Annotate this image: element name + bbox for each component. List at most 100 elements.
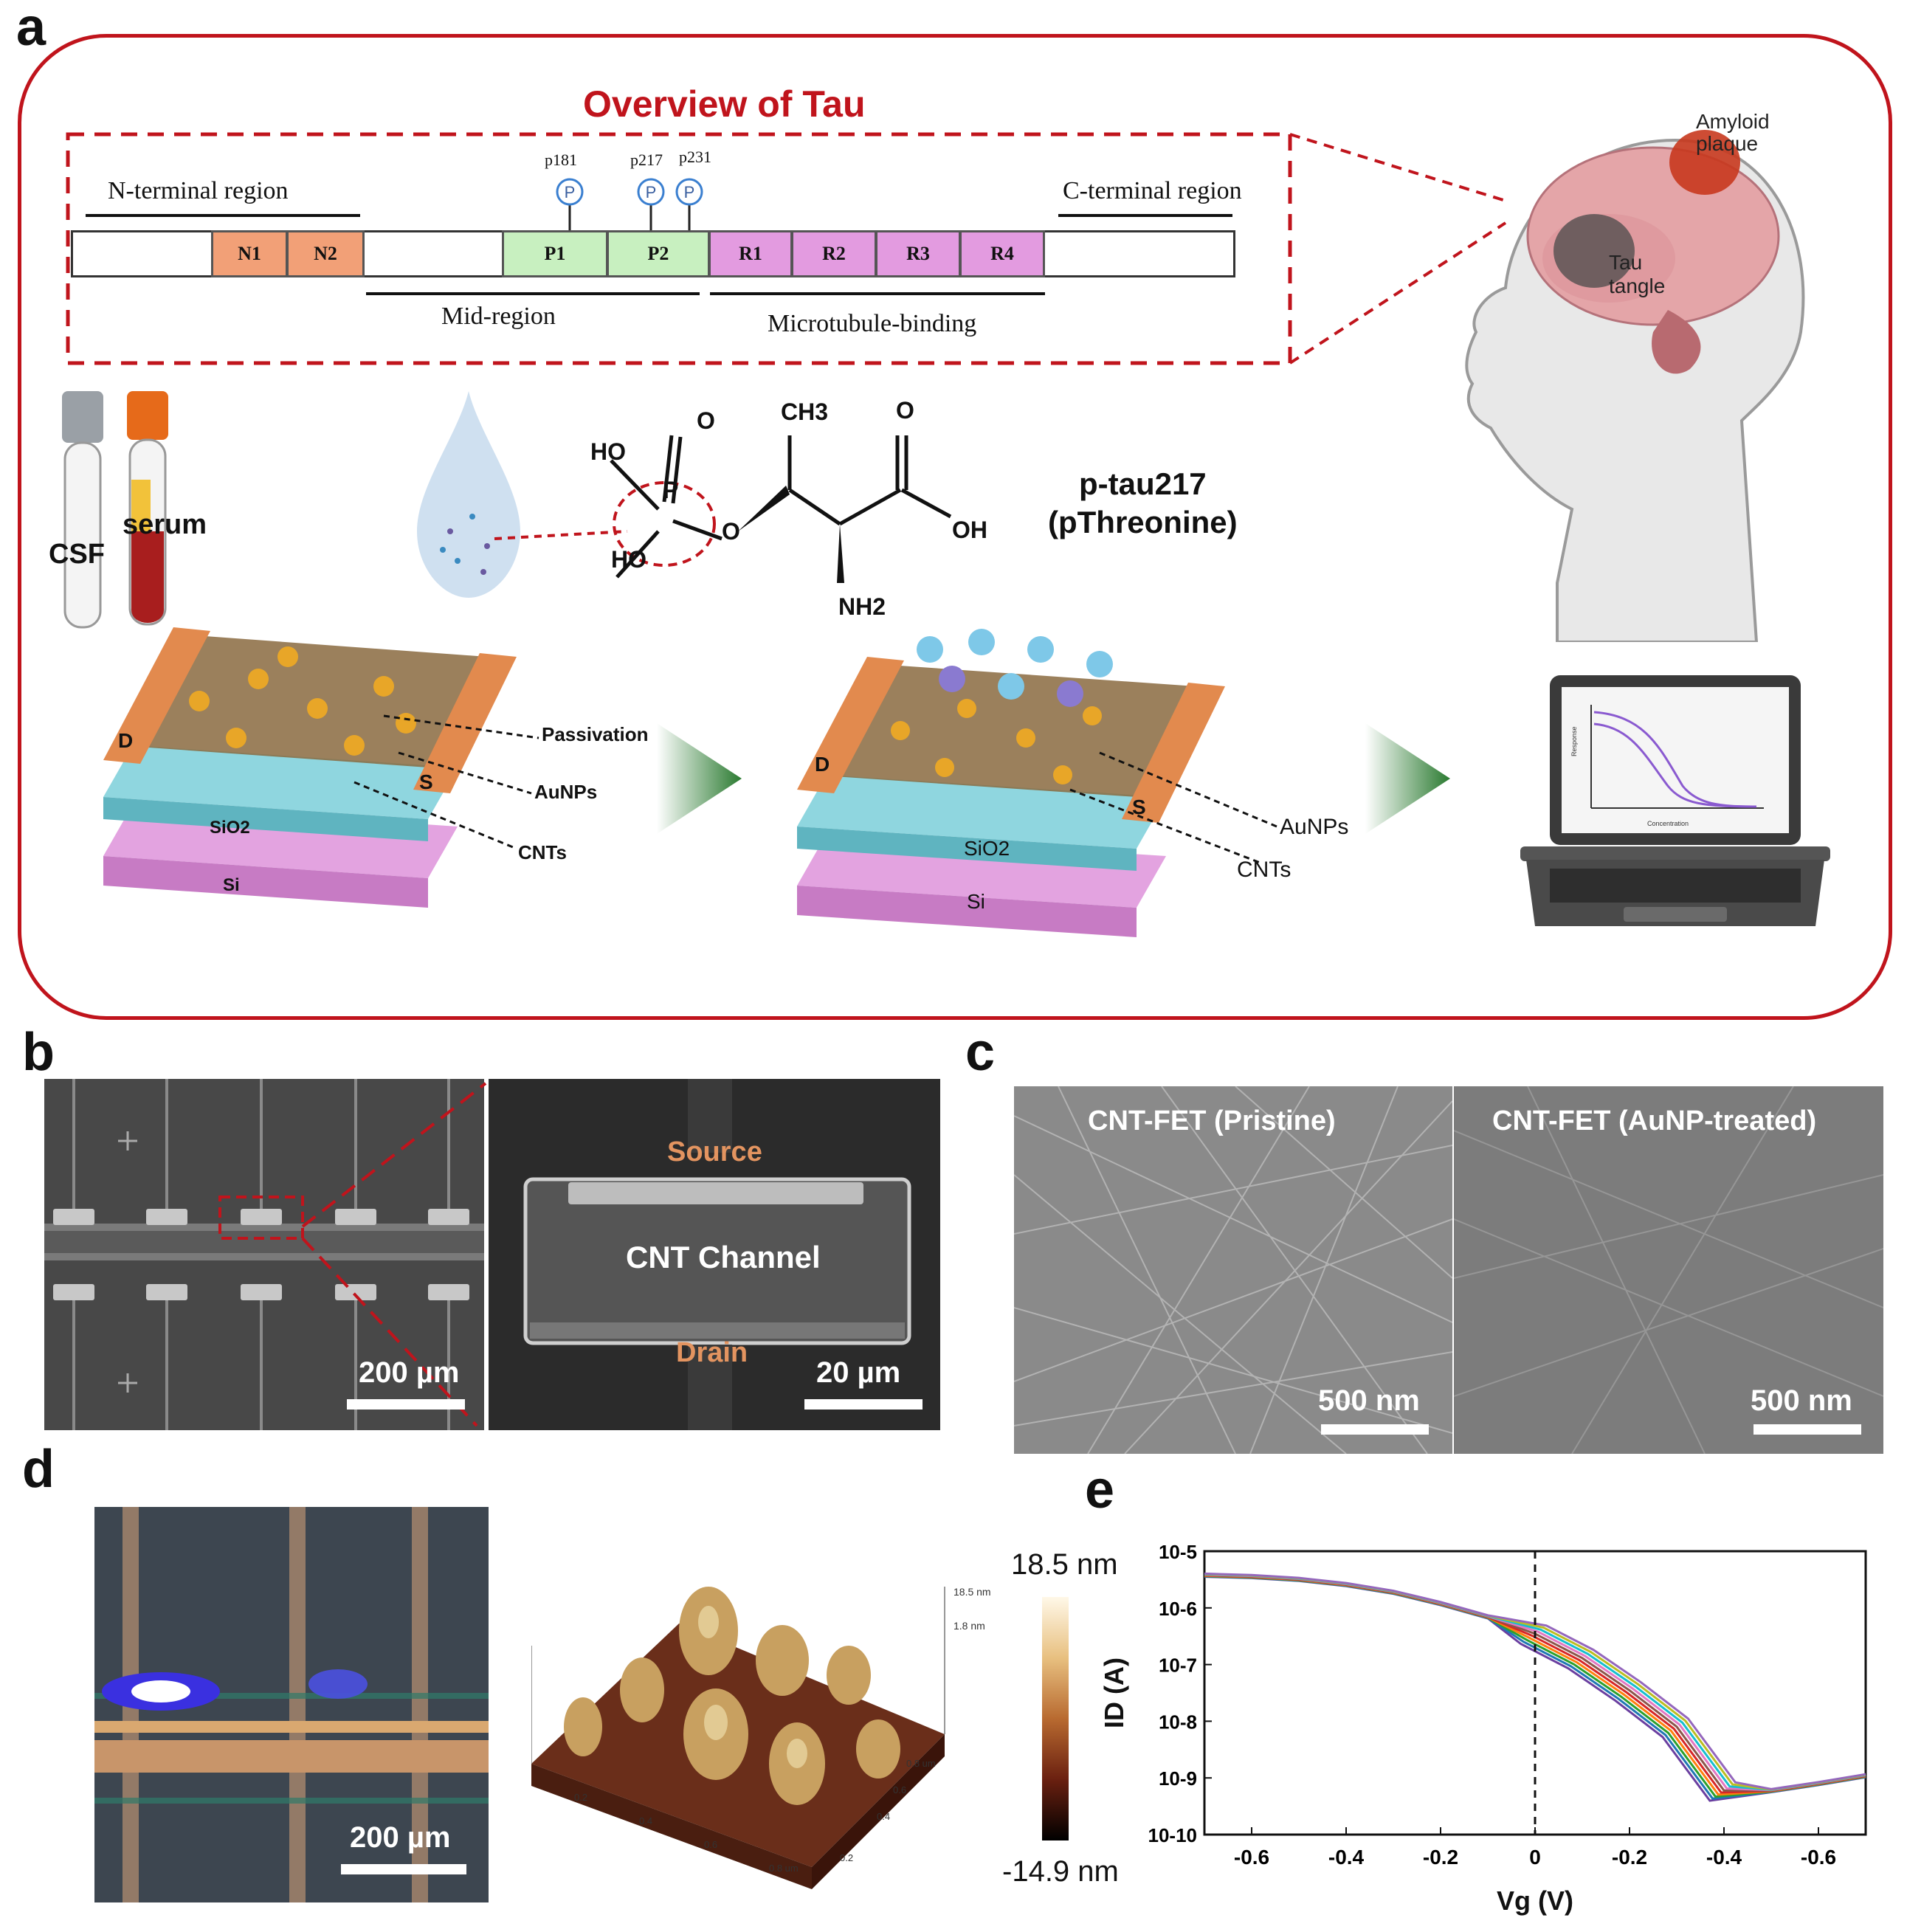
b-source-label: Source bbox=[667, 1136, 762, 1168]
device-right-si: Si bbox=[967, 890, 985, 914]
laptop-ylabel: Response bbox=[1570, 726, 1578, 756]
mol-p-double-o: O bbox=[697, 407, 715, 435]
scale-b-right-label: 20 µm bbox=[816, 1356, 900, 1390]
b-channel-label: CNT Channel bbox=[626, 1240, 821, 1275]
segment-n2: N2 bbox=[286, 230, 365, 277]
device-left-s: S bbox=[419, 770, 433, 794]
mol-ho-bottom: HO bbox=[611, 546, 646, 573]
segment-p2-label: P2 bbox=[648, 243, 669, 265]
y-tick-label: 10-7 bbox=[1159, 1655, 1197, 1677]
segment-r4: R4 bbox=[959, 230, 1045, 277]
scalebar-b-right bbox=[804, 1399, 923, 1410]
microtubule-line bbox=[710, 292, 1045, 295]
afm-tick-r2: 0.4 bbox=[877, 1811, 890, 1822]
tau-line2: tangle bbox=[1609, 275, 1665, 298]
phospho-p181: P bbox=[565, 183, 576, 201]
device-left-d: D bbox=[118, 729, 133, 753]
panel-label-c: c bbox=[965, 1022, 995, 1083]
c-left-title: CNT-FET (Pristine) bbox=[1088, 1105, 1336, 1137]
device-right-sio2: SiO2 bbox=[964, 837, 1010, 860]
afm-max-label: 18.5 nm bbox=[954, 1586, 991, 1598]
laptop-xlabel: Concentration bbox=[1647, 820, 1689, 827]
mol-ch3: CH3 bbox=[781, 399, 828, 426]
site-p181-label: p181 bbox=[545, 151, 577, 170]
mol-p: P bbox=[663, 477, 678, 504]
molecule-name-line1: p-tau217 bbox=[1048, 465, 1238, 503]
device-left-cnts: CNTs bbox=[518, 841, 567, 864]
phospho-p217: P bbox=[646, 183, 657, 201]
panel-label-b: b bbox=[22, 1022, 55, 1083]
scale-d-label: 200 µm bbox=[350, 1821, 450, 1855]
y-tick-label: 10-9 bbox=[1159, 1767, 1197, 1790]
afm-mid-label: 1.8 nm bbox=[954, 1620, 985, 1632]
segment-r4-label: R4 bbox=[990, 243, 1014, 265]
microtubule-label: Microtubule-binding bbox=[768, 310, 976, 338]
scalebar-d bbox=[341, 1864, 466, 1874]
tau-line1: Tau bbox=[1609, 251, 1665, 275]
device-right-cnts: CNTs bbox=[1237, 858, 1291, 883]
amyloid-line2: plaque bbox=[1696, 133, 1770, 155]
device-left-passivation: Passivation bbox=[542, 723, 649, 746]
segment-r1-label: R1 bbox=[739, 243, 762, 265]
arrow-right-2 bbox=[1365, 723, 1454, 834]
c-right-title: CNT-FET (AuNP-treated) bbox=[1492, 1105, 1816, 1137]
x-tick-label: -0.2 bbox=[1612, 1846, 1647, 1869]
site-p231-label: p231 bbox=[679, 148, 711, 167]
device-right-aunps: AuNPs bbox=[1280, 815, 1348, 840]
panel-label-e: e bbox=[1085, 1460, 1114, 1520]
y-tick-label: 10-5 bbox=[1159, 1541, 1197, 1563]
afm-3d-surface: 18.5 nm 1.8 nm 0.8 um 0.6 0.4 0.2 0.2 0.… bbox=[531, 1542, 1011, 1897]
afm-tick-f3: 0.8 um bbox=[769, 1863, 799, 1874]
afm-tick-f2: 0.6 bbox=[704, 1839, 717, 1850]
afm-colorbar bbox=[1042, 1597, 1069, 1840]
pthreonine-structure bbox=[487, 391, 1018, 635]
segment-r1: R1 bbox=[708, 230, 793, 277]
y-tick-label: 10-6 bbox=[1159, 1598, 1197, 1620]
chart-ylabel: ID (A) bbox=[1100, 1657, 1129, 1728]
scale-c-right-label: 500 nm bbox=[1751, 1384, 1852, 1418]
mol-o-top: O bbox=[896, 397, 914, 424]
segment-n2-label: N2 bbox=[314, 243, 337, 265]
n-terminal-line bbox=[86, 214, 360, 217]
mid-region-line bbox=[366, 292, 700, 295]
scale-b-left-label: 200 µm bbox=[359, 1356, 459, 1390]
segment-p1-label: P1 bbox=[545, 243, 566, 265]
phospho-markers: P P P bbox=[546, 174, 716, 233]
x-tick-label: -0.2 bbox=[1423, 1846, 1458, 1869]
amyloid-line1: Amyloid bbox=[1696, 111, 1770, 133]
c-terminal-label: C-terminal region bbox=[1063, 177, 1242, 205]
mol-oh: OH bbox=[952, 517, 987, 544]
scalebar-c-left bbox=[1321, 1424, 1429, 1435]
segment-n1-label: N1 bbox=[238, 243, 261, 265]
molecule-name: p-tau217(pThreonine) bbox=[1048, 465, 1238, 542]
mol-o-ester: O bbox=[722, 518, 740, 545]
segment-r2: R2 bbox=[791, 230, 877, 277]
device-left-si: Si bbox=[223, 875, 240, 896]
device-left-aunps: AuNPs bbox=[534, 781, 597, 804]
y-tick-label: 10-8 bbox=[1159, 1711, 1197, 1733]
segment-r3-label: R3 bbox=[906, 243, 930, 265]
device-right-d: D bbox=[815, 753, 830, 776]
device-right-s: S bbox=[1132, 796, 1146, 819]
scale-c-left-label: 500 nm bbox=[1318, 1384, 1420, 1418]
x-tick-label: -0.6 bbox=[1234, 1846, 1269, 1869]
y-tick-label: 10-10 bbox=[1148, 1824, 1198, 1846]
afm-tick-r0: 0.8 um bbox=[906, 1758, 936, 1769]
n-terminal-label: N-terminal region bbox=[108, 177, 289, 205]
x-tick-label: 0 bbox=[1529, 1846, 1541, 1869]
head-brain-illustration bbox=[1432, 111, 1815, 642]
x-tick-label: -0.4 bbox=[1706, 1846, 1742, 1869]
x-tick-label: -0.4 bbox=[1328, 1846, 1365, 1869]
molecule-name-line2: (pThreonine) bbox=[1048, 503, 1238, 542]
x-tick-label: -0.6 bbox=[1801, 1846, 1836, 1869]
mid-region-label: Mid-region bbox=[441, 303, 556, 331]
mol-nh2: NH2 bbox=[838, 593, 886, 621]
csf-label: CSF bbox=[49, 539, 105, 570]
segment-r3: R3 bbox=[875, 230, 961, 277]
afm-tick-r1: 0.6 bbox=[893, 1784, 906, 1795]
b-drain-label: Drain bbox=[676, 1337, 748, 1369]
scalebar-c-right bbox=[1753, 1424, 1861, 1435]
segment-p2: P2 bbox=[607, 230, 710, 277]
